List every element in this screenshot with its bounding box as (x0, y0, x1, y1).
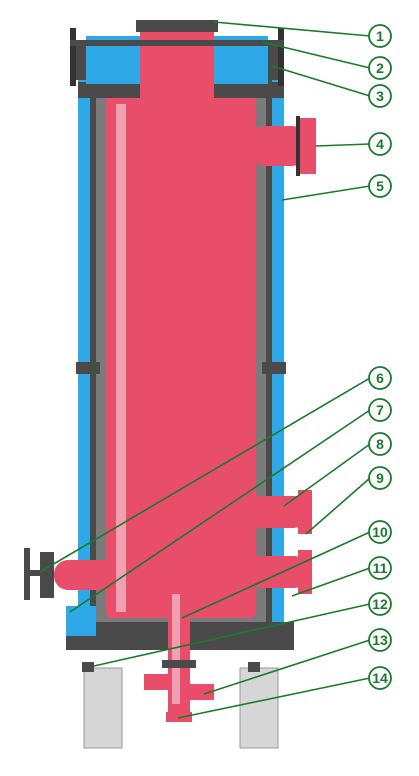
leg-foot-right (248, 662, 260, 672)
nozzle-mid-right-flange (298, 490, 312, 534)
callout-badge-3 (368, 84, 392, 108)
callout-label-3: 3 (376, 88, 384, 104)
drain-branch-right (190, 684, 214, 700)
nozzle-lower-right (246, 556, 308, 588)
nozzle-upper-right-flange (300, 118, 316, 174)
leader-lines (39, 21, 371, 719)
nozzle-lower-right-flange (298, 550, 312, 594)
callout-label-11: 11 (373, 560, 388, 576)
callout-label-2: 2 (376, 60, 384, 76)
jacket-flange-right (262, 362, 286, 374)
stud-left (70, 28, 76, 86)
callout-badge-13 (368, 628, 392, 652)
callout-badge-2 (368, 56, 392, 80)
stud-right (278, 28, 284, 86)
callout-badge-14 (368, 666, 392, 690)
callout-label-1: 1 (376, 28, 384, 44)
inner-vessel-highlight (116, 104, 126, 612)
bottom-left-nozzle-block (66, 606, 96, 636)
callout-label-4: 4 (376, 136, 384, 152)
jacket-flange-left (76, 362, 100, 374)
callout-label-14: 14 (372, 670, 388, 686)
bottom-drain-inner (172, 594, 180, 704)
callout-badge-9 (368, 466, 392, 490)
nozzle-left-flange (40, 552, 54, 598)
callout-label-9: 9 (376, 470, 384, 486)
support-leg-left (83, 667, 123, 749)
drain-flange (162, 660, 196, 668)
callout-badge-5 (368, 174, 392, 198)
callout-label-10: 10 (372, 524, 388, 540)
nozzle-upper-right (248, 126, 310, 166)
callout-badge-8 (368, 432, 392, 456)
nozzle-left (54, 560, 116, 590)
callout-label-7: 7 (376, 402, 384, 418)
support-leg-right (239, 667, 279, 749)
top-ring (70, 40, 284, 46)
callout-label-6: 6 (376, 370, 384, 386)
nozzle-upper-right-bolts (296, 116, 300, 176)
callout-badge-11 (368, 556, 392, 580)
callout-badge-1 (368, 24, 392, 48)
callout-label-5: 5 (376, 178, 384, 194)
valve-stem (28, 570, 42, 576)
callout-badge-10 (368, 520, 392, 544)
callout-label-8: 8 (376, 436, 384, 452)
callout-label-12: 12 (372, 596, 388, 612)
nozzle-mid-right (246, 496, 308, 528)
callout-label-13: 13 (372, 632, 388, 648)
top-flange (136, 20, 218, 32)
leg-foot-left (82, 662, 94, 672)
callout-badge-4 (368, 132, 392, 156)
valve-handwheel (24, 548, 30, 600)
callout-badge-6 (368, 366, 392, 390)
callout-badge-12 (368, 592, 392, 616)
callout-badge-7 (368, 398, 392, 422)
inner-vessel (106, 96, 256, 618)
drain-branch-left (144, 674, 168, 690)
